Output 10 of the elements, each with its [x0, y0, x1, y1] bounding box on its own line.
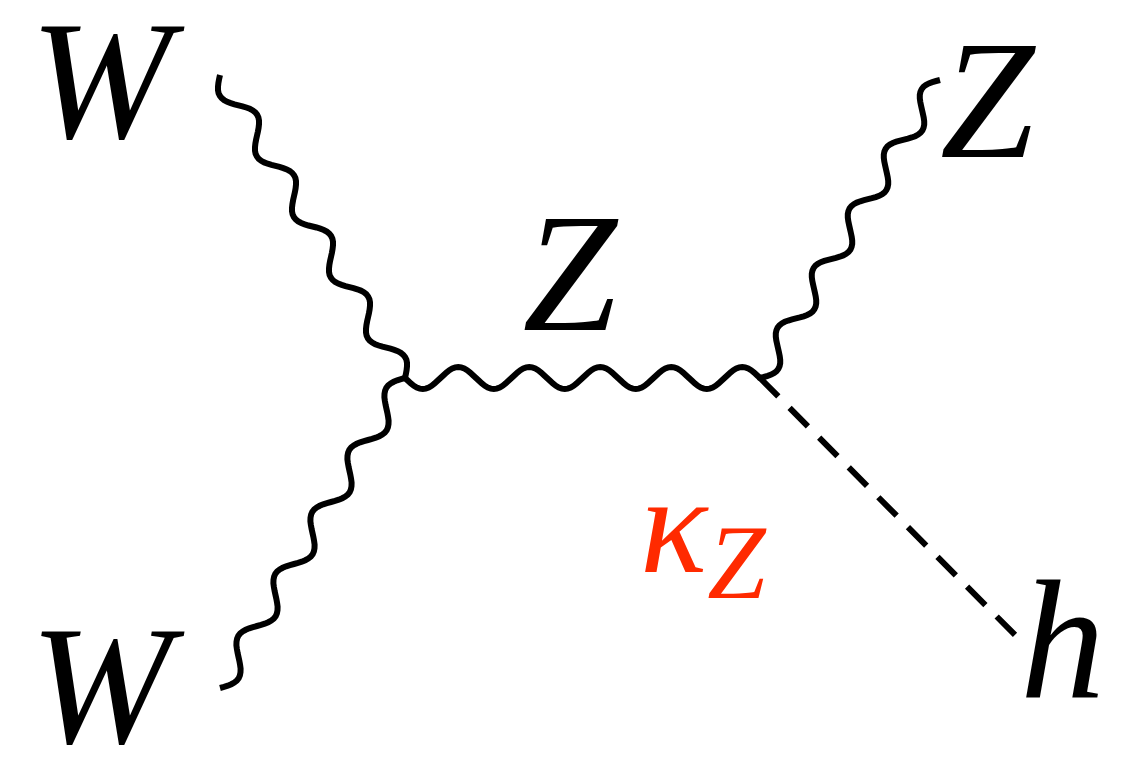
edge-label: Z	[522, 188, 618, 358]
vertex-point	[757, 375, 763, 381]
wavy-line	[219, 375, 406, 691]
wavy-line	[759, 77, 941, 381]
particle-label: Z	[940, 30, 1110, 170]
wavy-line	[215, 74, 410, 379]
particle-label: W	[30, 610, 220, 760]
particle-label: h	[1020, 580, 1115, 700]
wavy-line	[402, 363, 763, 393]
particle-label: W	[30, 0, 220, 160]
